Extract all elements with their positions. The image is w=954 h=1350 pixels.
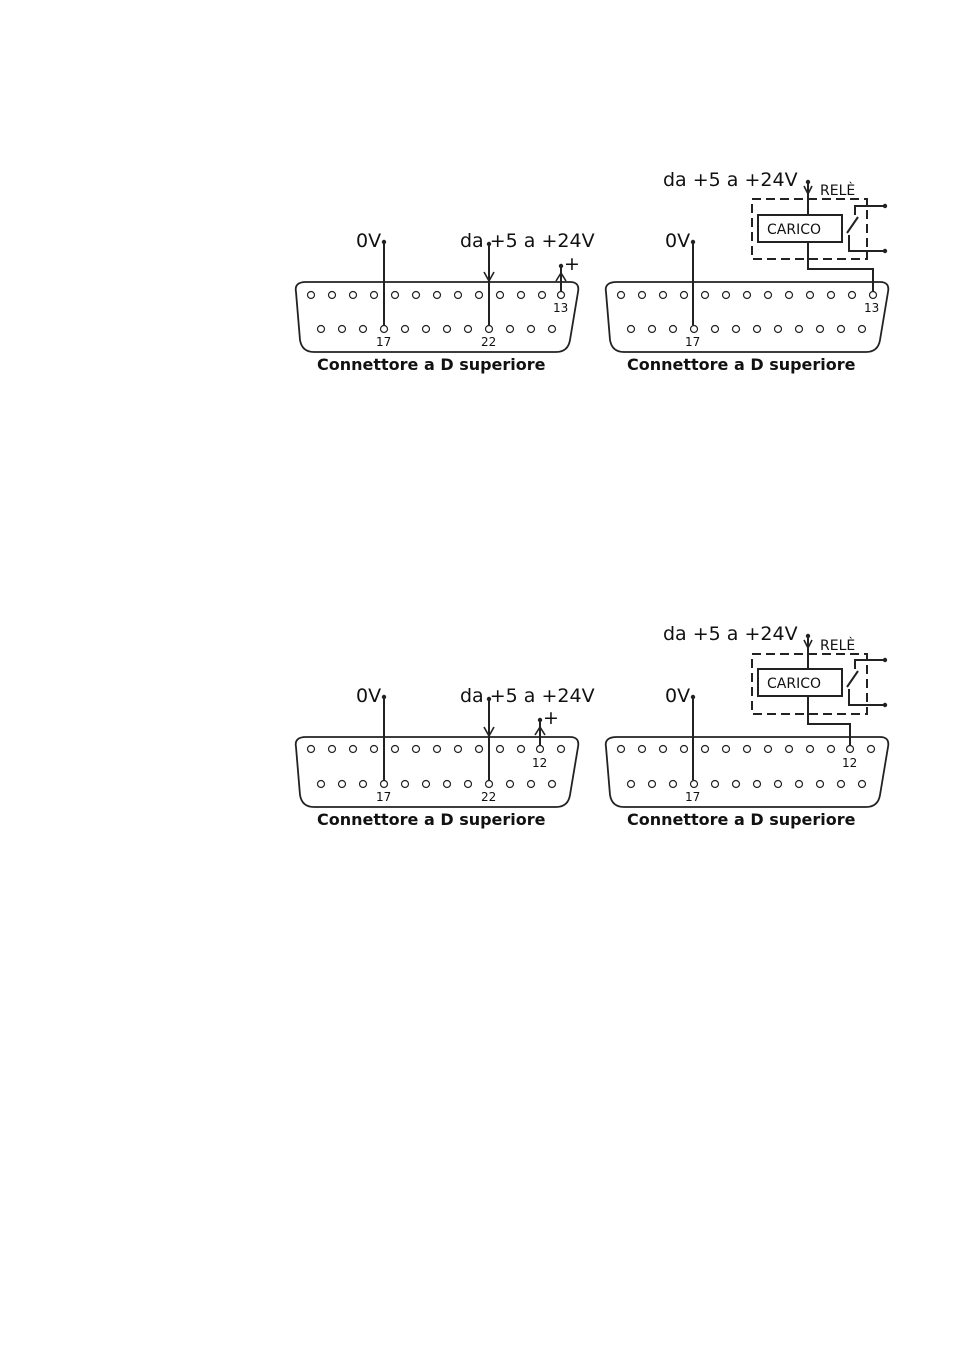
plus-sign: + [564, 253, 580, 275]
connector-caption: Connettore a D superiore [317, 355, 546, 374]
ground-terminal-dot [381, 239, 387, 245]
supply-label: da +5 a +24V [663, 623, 798, 645]
ground-terminal-dot [690, 694, 696, 700]
load-to-pin-wire [807, 242, 874, 291]
figure-pin13: 0V da +5 a +24V + 13 17 22 Connettore a … [294, 169, 890, 374]
supply-terminal-dot [486, 696, 492, 702]
pin-number-output: 12 [842, 756, 857, 770]
load-box [757, 668, 843, 697]
pin-row-top [616, 290, 878, 300]
supply-label: da +5 a +24V [460, 685, 595, 707]
connector-caption: Connettore a D superiore [317, 810, 546, 829]
d-connector-shell [294, 736, 580, 808]
relay-contact-top [854, 659, 885, 669]
relay-terminal-top-dot [882, 657, 888, 663]
supply-label: da +5 a +24V [460, 230, 595, 252]
right-diagram-pin12: da +5 a +24V RELÈ CARICO 0V 12 17 Connet… [604, 623, 890, 829]
pin-number-output: 13 [553, 301, 568, 315]
pin-row-top [306, 290, 566, 300]
supply-arrow-icon [483, 271, 495, 283]
pin-number-supply: 22 [481, 790, 496, 804]
relay-contact-bottom [848, 235, 885, 252]
pin-number-ground: 17 [685, 790, 700, 804]
ground-label: 0V [665, 685, 690, 707]
relay-label: RELÈ [820, 637, 855, 654]
ground-terminal-dot [690, 239, 696, 245]
pin-row-bottom [316, 779, 557, 789]
ground-label: 0V [356, 685, 381, 707]
supply-arrow-icon [483, 726, 495, 738]
relay-switch-blade [846, 670, 859, 688]
connector-caption: Connettore a D superiore [627, 810, 856, 829]
plus-sign: + [543, 707, 559, 729]
pin-number-supply: 22 [481, 335, 496, 349]
supply-terminal-dot [805, 179, 811, 185]
supply-terminal-dot [486, 241, 492, 247]
pin-number-output: 13 [864, 301, 879, 315]
ground-label: 0V [665, 230, 690, 252]
d-connector-shell [604, 736, 890, 808]
load-box [757, 214, 843, 243]
relay-label: RELÈ [820, 182, 855, 199]
supply-terminal-dot [805, 633, 811, 639]
output-terminal-dot [558, 263, 564, 269]
left-diagram-pin13: 0V da +5 a +24V + 13 17 22 Connettore a … [294, 230, 595, 374]
load-to-pin-wire [807, 696, 851, 745]
pin-number-ground: 17 [685, 335, 700, 349]
relay-terminal-bottom-dot [882, 702, 888, 708]
relay-contact-bottom [848, 689, 885, 706]
figure-pin12: 0V da +5 a +24V + 12 17 22 Connettore a … [294, 623, 890, 829]
pin-number-ground: 17 [376, 335, 391, 349]
d-connector-shell [294, 281, 580, 353]
output-arrow-icon [534, 725, 546, 736]
output-arrow-icon [555, 271, 567, 282]
right-diagram-pin13: da +5 a +24V RELÈ CARICO 0V 13 17 Connet… [604, 169, 890, 374]
pin-row-top [616, 744, 876, 754]
output-terminal-dot [537, 717, 543, 723]
relay-boundary [751, 198, 868, 260]
pin-row-bottom [626, 779, 867, 789]
pin-row-top [306, 744, 566, 754]
supply-arrow-icon [803, 639, 813, 650]
pin-row-bottom [316, 324, 557, 334]
relay-switch-blade [846, 216, 859, 234]
supply-arrow-icon [803, 185, 813, 196]
load-label: CARICO [767, 222, 821, 238]
connector-caption: Connettore a D superiore [627, 355, 856, 374]
ground-terminal-dot [381, 694, 387, 700]
relay-boundary [751, 653, 868, 715]
relay-contact-top [854, 205, 885, 215]
pin-number-output: 12 [532, 756, 547, 770]
pin-row-bottom [626, 324, 867, 334]
d-connector-shell [604, 281, 890, 353]
load-label: CARICO [767, 676, 821, 692]
supply-label: da +5 a +24V [663, 169, 798, 191]
pin-number-ground: 17 [376, 790, 391, 804]
relay-terminal-top-dot [882, 203, 888, 209]
left-diagram-pin12: 0V da +5 a +24V + 12 17 22 Connettore a … [294, 685, 595, 829]
relay-terminal-bottom-dot [882, 248, 888, 254]
ground-label: 0V [356, 230, 381, 252]
